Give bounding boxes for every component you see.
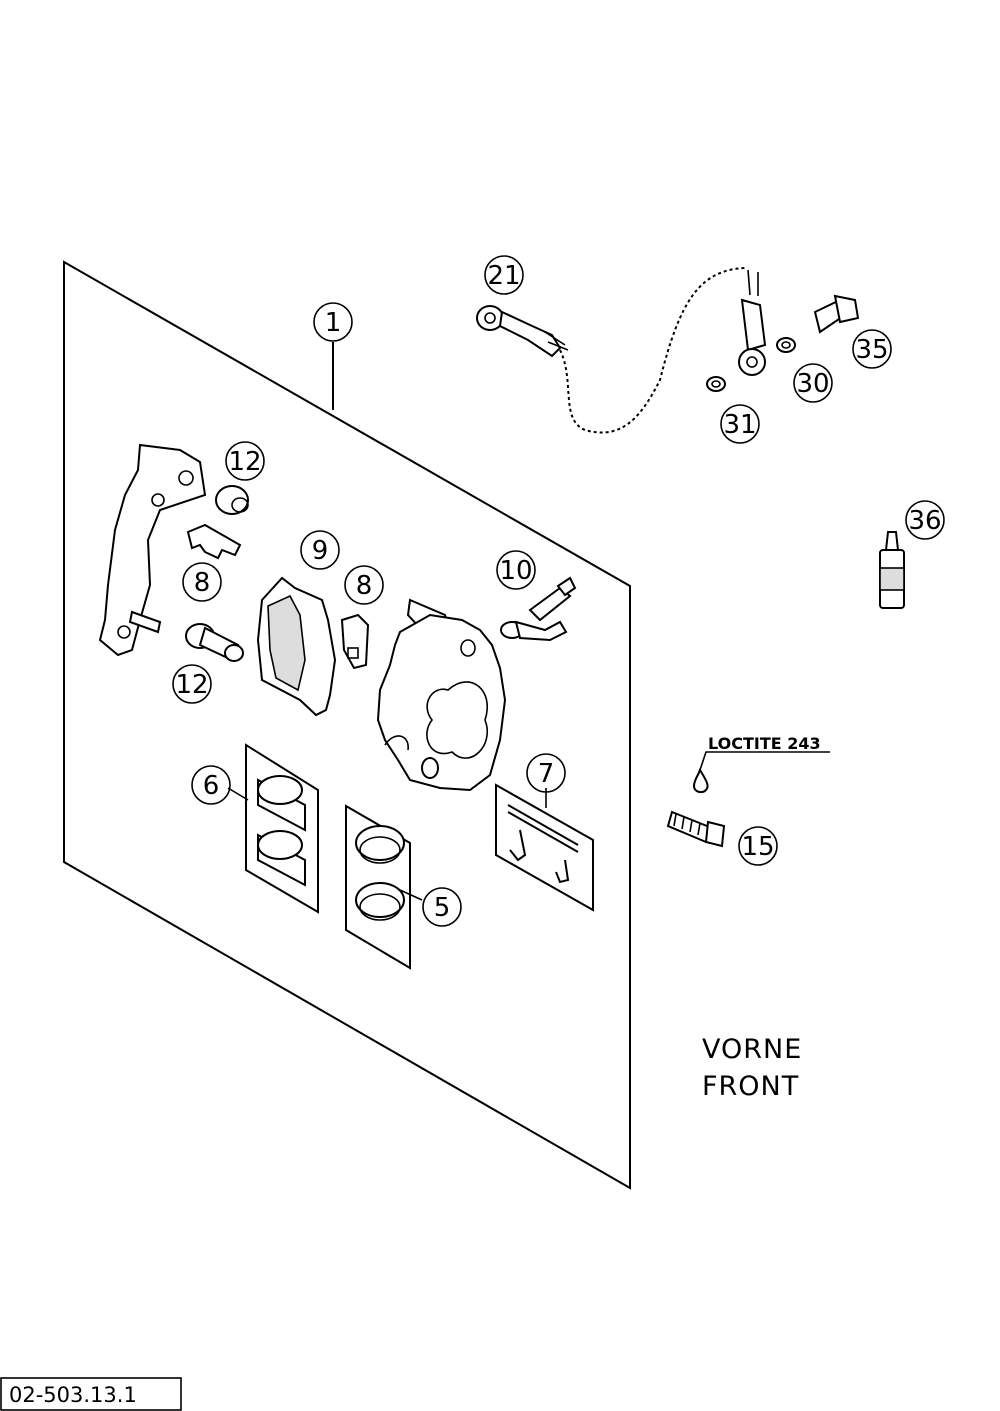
assembly-panel (63, 260, 631, 1190)
svg-text:30: 30 (796, 369, 829, 399)
brake-pad (256, 576, 337, 717)
callout-12-top: 12 (225, 441, 265, 481)
callout-21: 21 (484, 255, 524, 295)
leader-line (227, 787, 249, 801)
banjo-bolt (813, 294, 860, 334)
svg-text:5: 5 (434, 893, 451, 923)
spring-clip-right (340, 613, 370, 670)
svg-text:6: 6 (203, 771, 220, 801)
banjo-fitting (738, 269, 767, 376)
guide-pin (185, 623, 244, 662)
loctite-leader (699, 751, 830, 771)
drawing-number: 02-503.13.1 (9, 1383, 137, 1407)
loctite-note: LOCTITE 243 (708, 734, 821, 753)
callout-10: 10 (496, 550, 536, 590)
svg-text:35: 35 (855, 335, 888, 365)
callout-15: 15 (738, 826, 778, 866)
caliper-body (376, 598, 507, 792)
leader-line (399, 889, 423, 901)
piston-box (245, 743, 319, 914)
svg-text:8: 8 (194, 568, 211, 598)
loctite-bottle (879, 531, 905, 609)
svg-text:31: 31 (723, 410, 756, 440)
pin-kit-box (495, 783, 594, 912)
callout-31: 31 (720, 404, 760, 444)
svg-text:8: 8 (356, 571, 373, 601)
callout-1: 1 (313, 302, 353, 342)
position-label-en: FRONT (702, 1071, 799, 1102)
caliper-bolt (666, 810, 726, 848)
piston-seals (355, 825, 405, 921)
callout-7: 7 (526, 753, 566, 793)
svg-text:10: 10 (499, 556, 532, 586)
piston-pair (257, 775, 306, 887)
pad-pin-kit (507, 804, 579, 884)
callout-12-bottom: 12 (172, 664, 212, 704)
svg-text:12: 12 (175, 670, 208, 700)
callout-35: 35 (852, 329, 892, 369)
callout-8-left: 8 (182, 562, 222, 602)
bleed-screw (528, 576, 577, 622)
svg-text:36: 36 (908, 506, 941, 536)
drawing-number-box (0, 1377, 182, 1411)
svg-text:21: 21 (487, 261, 520, 291)
brake-hose (476, 267, 746, 434)
spring-clip-left (186, 523, 242, 560)
svg-text:1: 1 (325, 308, 342, 338)
callout-8-right: 8 (344, 565, 384, 605)
callout-30: 30 (793, 363, 833, 403)
callout-9: 9 (300, 530, 340, 570)
callout-5: 5 (422, 887, 462, 927)
svg-text:15: 15 (741, 832, 774, 862)
svg-text:12: 12 (228, 447, 261, 477)
rubber-bushing-top (215, 485, 249, 515)
copper-washer-31 (706, 376, 726, 392)
copper-washer-30 (776, 337, 796, 353)
loctite-drop-icon (692, 767, 709, 794)
callout-36: 36 (905, 500, 945, 540)
svg-text:7: 7 (538, 759, 555, 789)
svg-text:9: 9 (312, 536, 329, 566)
position-label-de: VORNE (702, 1034, 802, 1065)
caliper-bracket (98, 443, 207, 657)
brake-line-elbow (500, 620, 568, 642)
callout-6: 6 (191, 765, 231, 805)
